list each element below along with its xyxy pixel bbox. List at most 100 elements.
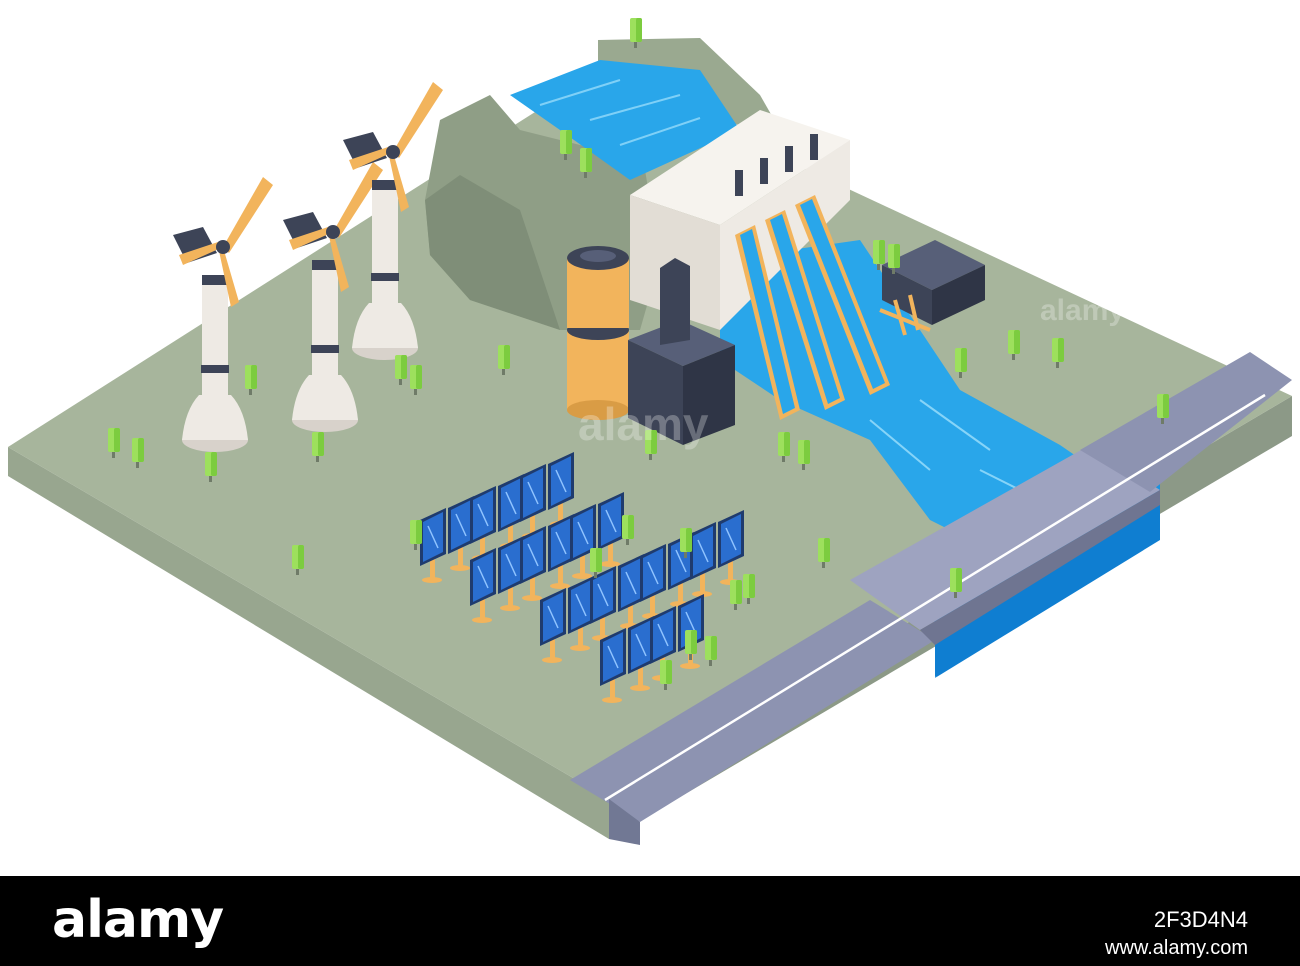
bridge-side <box>920 490 1160 645</box>
hydro-dam <box>630 110 890 420</box>
reservoir <box>510 60 740 180</box>
tree <box>645 430 657 460</box>
dam-pillar <box>735 170 743 196</box>
tree-crown-shade <box>686 528 692 552</box>
tree <box>1008 330 1020 360</box>
tank-lid-inner <box>580 250 616 262</box>
turbine-tower <box>312 260 338 375</box>
tree <box>873 240 885 270</box>
solar-panel-post <box>580 554 585 576</box>
tree-trunk <box>1012 352 1015 360</box>
tree-trunk <box>414 387 417 395</box>
road <box>570 352 1292 845</box>
turbine-hub <box>326 225 340 239</box>
tree-crown-shade <box>894 244 900 268</box>
tree <box>590 548 602 578</box>
solar-panel <box>598 492 624 567</box>
tree-trunk <box>959 370 962 378</box>
turbine-band <box>201 365 229 373</box>
turbine-blade <box>329 232 349 292</box>
tree-trunk <box>564 152 567 160</box>
turbine-blade <box>289 226 333 250</box>
footer-url-link[interactable]: www.alamy.com <box>1105 937 1248 959</box>
switch-building-side <box>932 265 985 325</box>
turbine-base <box>352 303 418 348</box>
turbine-blade <box>389 152 409 212</box>
watermark-text: alamy <box>890 663 1004 707</box>
storage-tank <box>567 246 629 420</box>
tree-crown-shade <box>298 545 304 569</box>
solar-panel <box>690 522 716 597</box>
tree <box>730 580 742 610</box>
tank-base <box>567 400 629 420</box>
tree <box>818 538 830 568</box>
chimney <box>660 258 690 345</box>
solar-panel <box>640 544 666 619</box>
solar-panel-post <box>530 576 535 598</box>
reservoir-water <box>510 60 740 180</box>
tree-trunk <box>626 537 629 545</box>
solar-panel-post <box>480 598 485 620</box>
tree <box>1157 394 1169 424</box>
tree-crown-shade <box>804 440 810 464</box>
tree <box>410 520 422 550</box>
tree-trunk <box>399 377 402 385</box>
solar-panel <box>420 508 446 583</box>
solar-panel-foot <box>572 573 592 579</box>
tree-trunk <box>136 460 139 468</box>
turbine-band <box>371 273 399 281</box>
switch-building-front <box>882 265 932 325</box>
watermarks: alamy alamy alamy <box>578 294 1125 707</box>
solar-panel-glare <box>427 525 439 549</box>
solar-panel <box>628 616 654 691</box>
solar-panel-foot <box>680 663 700 669</box>
tree <box>108 428 120 458</box>
watermark-text: alamy <box>578 398 709 450</box>
solar-panel-glare <box>647 561 659 585</box>
solar-panel <box>570 504 596 579</box>
turbine-hub <box>386 145 400 159</box>
tree-crown-shade <box>416 520 422 544</box>
solar-panel-glare <box>547 605 559 629</box>
switch-building-top <box>882 240 985 290</box>
turbine-band <box>372 180 398 190</box>
solar-panel-glare <box>555 531 567 555</box>
solar-panel-post <box>480 536 485 558</box>
solar-panel-post <box>700 572 705 594</box>
solar-panel-post <box>650 594 655 616</box>
tree-trunk <box>649 452 652 460</box>
solar-panel-foot <box>600 561 620 567</box>
tree <box>660 660 672 690</box>
watermark-text: alamy <box>1040 294 1125 327</box>
tree-trunk <box>209 474 212 482</box>
tree-crown-shade <box>138 438 144 462</box>
tree-trunk <box>1056 360 1059 368</box>
solar-panel-foot <box>550 583 570 589</box>
tree-trunk <box>1161 416 1164 424</box>
tree <box>580 148 592 178</box>
river-side-cut <box>935 500 1160 678</box>
solar-panel <box>650 606 676 681</box>
pylon-line <box>893 299 907 336</box>
solar-panel-post <box>558 564 563 586</box>
wind-turbine <box>343 82 443 360</box>
alamy-logo[interactable]: alamy <box>52 890 224 950</box>
tree-crown-shade <box>691 630 697 654</box>
tree-crown-shade <box>879 240 885 264</box>
tree-trunk <box>954 590 957 598</box>
tree <box>705 636 717 666</box>
tree-trunk <box>892 266 895 274</box>
reservoir-ripple <box>539 79 701 146</box>
tree-trunk <box>684 550 687 558</box>
tree-trunk <box>296 567 299 575</box>
tree <box>245 365 257 395</box>
tree-trunk <box>249 387 252 395</box>
solar-panel-foot <box>630 685 650 691</box>
solar-panel-glare <box>697 539 709 563</box>
tree <box>955 348 967 378</box>
solar-panel-glare <box>527 481 539 505</box>
tree-crown-shade <box>736 580 742 604</box>
tree <box>395 355 407 385</box>
solar-panel-foot <box>522 595 542 601</box>
tree-trunk <box>502 367 505 375</box>
